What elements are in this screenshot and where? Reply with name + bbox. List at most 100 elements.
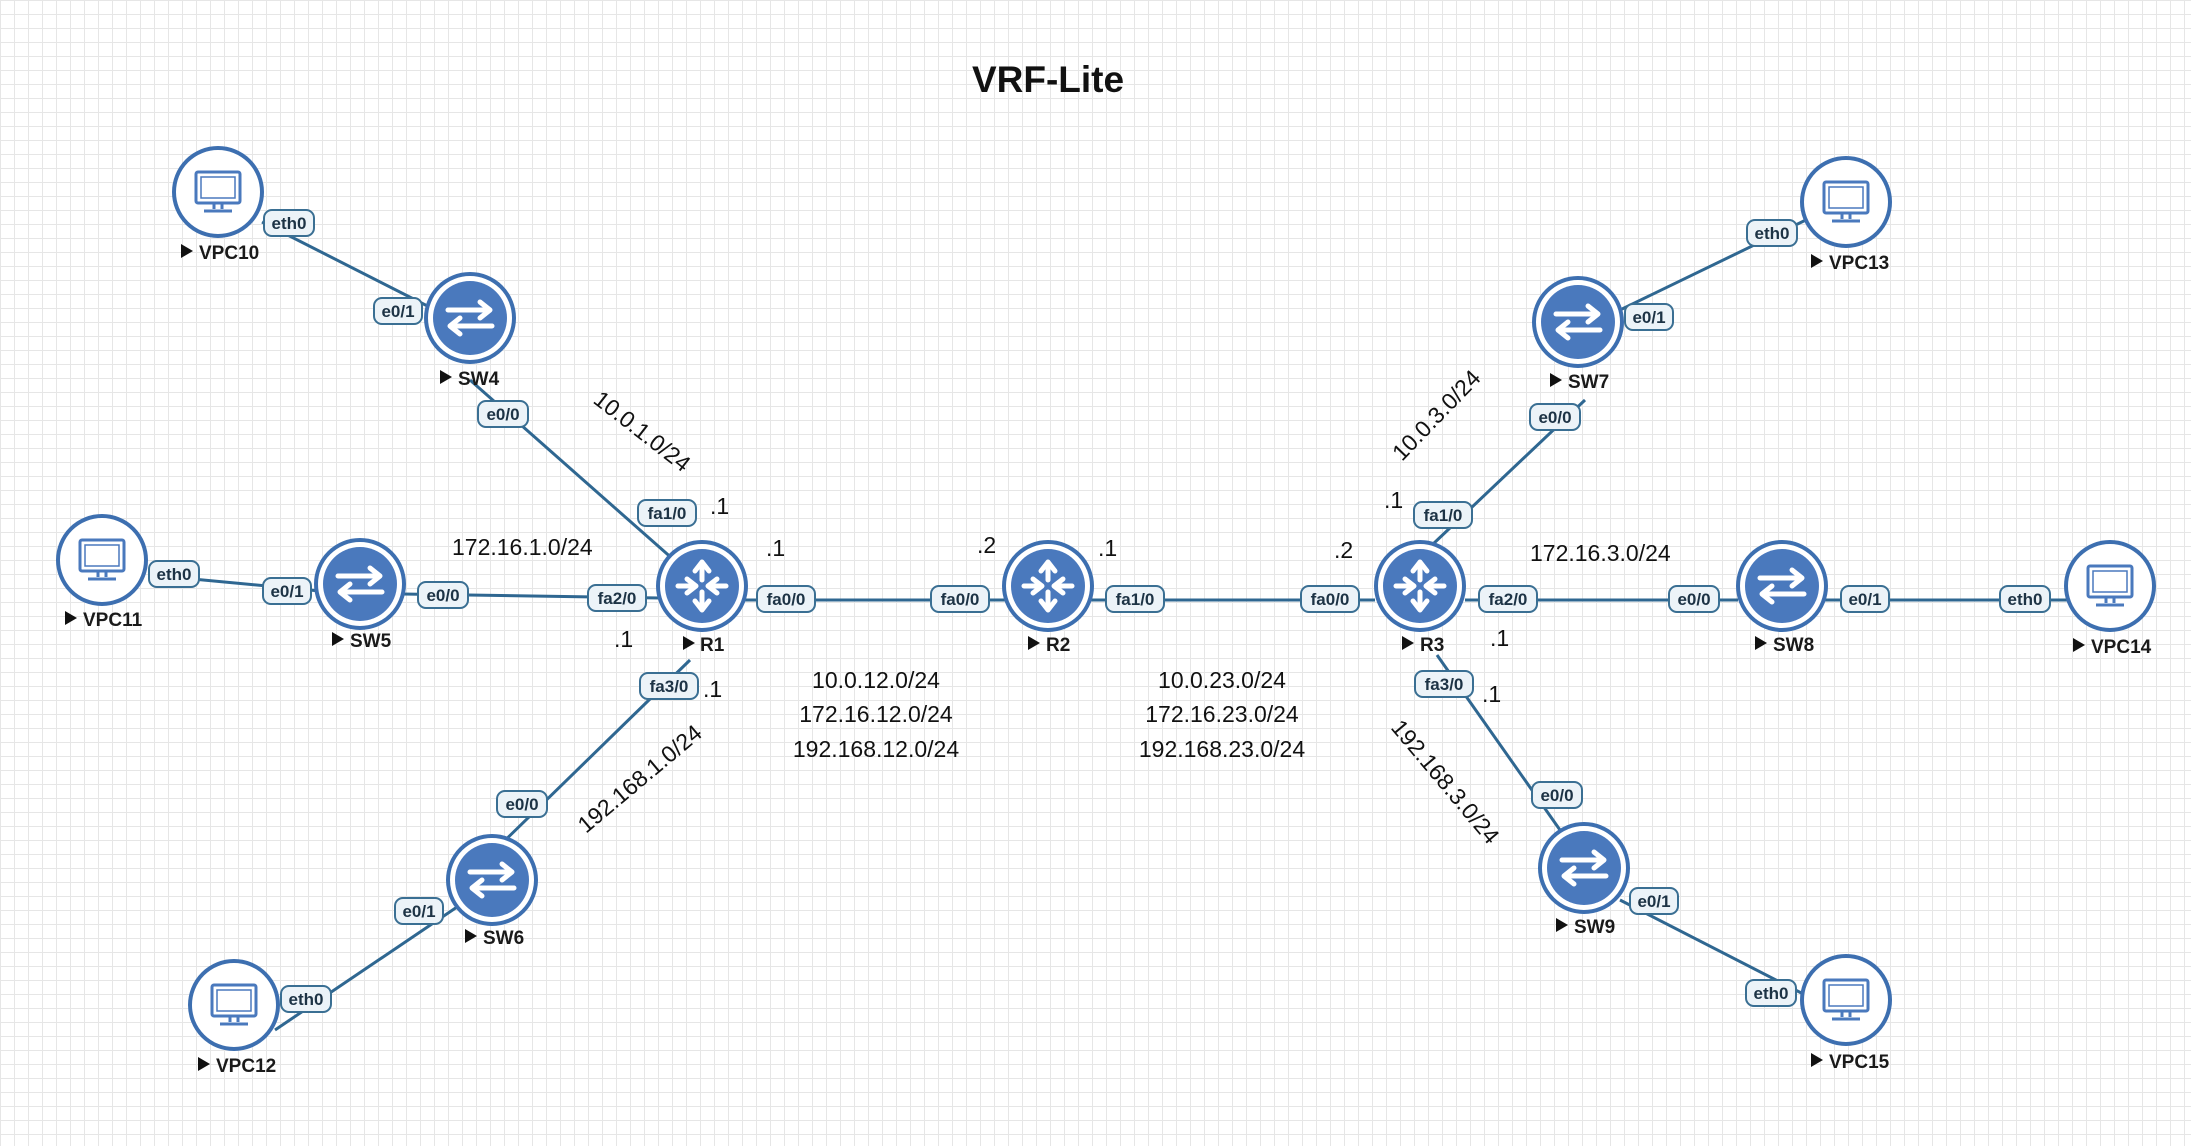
pc-vpc14[interactable] <box>2064 540 2156 632</box>
svg-text:e0/0: e0/0 <box>1538 408 1571 427</box>
port-sw5-e0-0[interactable]: e0/0 <box>417 581 469 609</box>
port-sw8-e0-1[interactable]: e0/1 <box>1840 585 1890 613</box>
link-vpc10-sw4[interactable] <box>261 220 456 322</box>
port-sw4-e0-1[interactable]: e0/1 <box>373 297 423 325</box>
port-sw9-e0-1[interactable]: e0/1 <box>1629 887 1679 915</box>
label-sw7[interactable]: SW7 <box>1550 372 1609 393</box>
port-sw6-e0-1[interactable]: e0/1 <box>394 897 444 925</box>
node-label: VPC11 <box>83 610 143 631</box>
pc-vpc11[interactable] <box>56 514 148 606</box>
label-r1[interactable]: R1 <box>683 635 725 656</box>
port-r3-fa3-0[interactable]: fa3/0 <box>1414 670 1474 698</box>
port-sw7-e0-0[interactable]: e0/0 <box>1529 403 1581 431</box>
svg-text:fa3/0: fa3/0 <box>650 677 689 696</box>
svg-text:fa3/0: fa3/0 <box>1425 675 1464 694</box>
port-r2-fa0-0[interactable]: fa0/0 <box>930 585 990 613</box>
svg-text:eth0: eth0 <box>2008 590 2043 609</box>
play-icon <box>1550 373 1562 387</box>
node-label: VPC14 <box>2091 637 2152 658</box>
port-sw6-e0-0[interactable]: e0/0 <box>496 790 548 818</box>
node-label: R1 <box>700 635 725 656</box>
label-sw9[interactable]: SW9 <box>1556 917 1615 938</box>
port-r3-fa0-0[interactable]: fa0/0 <box>1300 585 1360 613</box>
port-sw7-e0-1[interactable]: e0/1 <box>1624 303 1674 331</box>
subnet-label: 10.0.23.0/24 <box>1158 667 1286 693</box>
port-sw8-e0-0[interactable]: e0/0 <box>1668 585 1720 613</box>
port-vpc14-eth0[interactable]: eth0 <box>1999 585 2051 613</box>
port-r1-fa0-0[interactable]: fa0/0 <box>756 585 816 613</box>
subnet-label: 10.0.1.0/24 <box>589 385 696 476</box>
label-vpc13[interactable]: VPC13 <box>1811 253 1889 274</box>
node-label: SW6 <box>483 928 524 949</box>
pc-vpc12[interactable] <box>188 959 280 1051</box>
node-label: SW8 <box>1773 635 1814 656</box>
pc-vpc10[interactable] <box>172 146 264 238</box>
node-label: SW7 <box>1568 372 1609 393</box>
play-icon <box>440 370 452 384</box>
switch-sw4[interactable] <box>424 272 516 364</box>
port-vpc15-eth0[interactable]: eth0 <box>1745 979 1797 1007</box>
label-sw5[interactable]: SW5 <box>332 631 392 652</box>
host-label: .1 <box>766 535 785 561</box>
label-sw8[interactable]: SW8 <box>1755 635 1814 656</box>
router-r2[interactable] <box>1002 540 1094 632</box>
host-label: .1 <box>1384 487 1403 513</box>
nodes-layer <box>56 146 2156 1051</box>
port-sw4-e0-0[interactable]: e0/0 <box>477 400 529 428</box>
pc-vpc13[interactable] <box>1800 156 1892 248</box>
play-icon <box>2073 638 2085 652</box>
svg-text:fa0/0: fa0/0 <box>941 590 980 609</box>
play-icon <box>1811 1053 1823 1067</box>
subnet-label: 172.16.23.0/24 <box>1145 701 1299 727</box>
port-vpc11-eth0[interactable]: eth0 <box>148 560 200 588</box>
svg-text:e0/0: e0/0 <box>505 795 538 814</box>
subnet-label: 172.16.1.0/24 <box>452 534 593 560</box>
host-label: .1 <box>614 626 633 652</box>
label-r3[interactable]: R3 <box>1402 635 1444 656</box>
port-r3-fa2-0[interactable]: fa2/0 <box>1478 585 1538 613</box>
label-vpc11[interactable]: VPC11 <box>65 610 143 631</box>
switch-sw9[interactable] <box>1538 822 1630 914</box>
port-vpc10-eth0[interactable]: eth0 <box>263 209 315 237</box>
svg-text:e0/1: e0/1 <box>381 302 414 321</box>
subnet-label: 172.16.3.0/24 <box>1530 540 1671 566</box>
label-vpc14[interactable]: VPC14 <box>2073 637 2152 658</box>
play-icon <box>181 244 193 258</box>
play-icon <box>1028 636 1040 650</box>
port-sw5-e0-1[interactable]: e0/1 <box>262 577 312 605</box>
port-r1-fa2-0[interactable]: fa2/0 <box>587 584 647 612</box>
label-vpc12[interactable]: VPC12 <box>198 1056 276 1077</box>
svg-text:eth0: eth0 <box>272 214 307 233</box>
port-r3-fa1-0[interactable]: fa1/0 <box>1413 501 1473 529</box>
svg-text:e0/0: e0/0 <box>1540 786 1573 805</box>
play-icon <box>465 929 477 943</box>
node-labels-layer: R1 R2 R3 SW4 SW5 SW6 SW7 SW8 SW9 VPC10 V… <box>65 243 2152 1077</box>
label-sw6[interactable]: SW6 <box>465 928 524 949</box>
switch-sw5[interactable] <box>314 538 406 630</box>
router-r3[interactable] <box>1374 540 1466 632</box>
switch-sw8[interactable] <box>1736 540 1828 632</box>
node-label: SW5 <box>350 631 392 652</box>
label-vpc15[interactable]: VPC15 <box>1811 1052 1890 1073</box>
port-r1-fa3-0[interactable]: fa3/0 <box>639 672 699 700</box>
port-r2-fa1-0[interactable]: fa1/0 <box>1105 585 1165 613</box>
port-vpc12-eth0[interactable]: eth0 <box>280 985 332 1013</box>
host-label: .2 <box>1334 537 1353 563</box>
router-r1[interactable] <box>656 540 748 632</box>
switch-sw6[interactable] <box>446 834 538 926</box>
play-icon <box>198 1057 210 1071</box>
svg-text:fa2/0: fa2/0 <box>598 589 637 608</box>
port-sw9-e0-0[interactable]: e0/0 <box>1531 781 1583 809</box>
port-vpc13-eth0[interactable]: eth0 <box>1746 219 1798 247</box>
node-label: VPC12 <box>216 1056 276 1077</box>
pc-vpc15[interactable] <box>1800 954 1892 1046</box>
switch-sw7[interactable] <box>1532 276 1624 368</box>
label-sw4[interactable]: SW4 <box>440 369 500 390</box>
play-icon <box>1556 918 1568 932</box>
label-r2[interactable]: R2 <box>1028 635 1070 656</box>
svg-text:eth0: eth0 <box>157 565 192 584</box>
port-r1-fa1-0[interactable]: fa1/0 <box>637 499 697 527</box>
host-label: .1 <box>710 493 729 519</box>
label-vpc10[interactable]: VPC10 <box>181 243 259 264</box>
svg-text:eth0: eth0 <box>289 990 324 1009</box>
